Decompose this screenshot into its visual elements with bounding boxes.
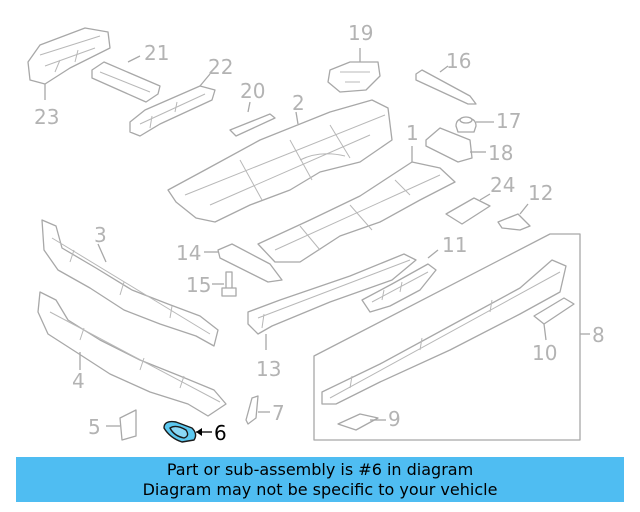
- part-21: [91, 61, 161, 103]
- part-5: [119, 409, 137, 441]
- callout-22: 22: [208, 55, 233, 79]
- callout-18: 18: [488, 141, 513, 165]
- caption-line-2: Diagram may not be specific to your vehi…: [142, 480, 498, 499]
- callout-23: 23: [34, 105, 59, 129]
- leader-21: [127, 55, 141, 63]
- part-11: [361, 263, 437, 313]
- callout-14: 14: [176, 241, 201, 265]
- part-23: [27, 27, 111, 85]
- callout-2: 2: [292, 91, 305, 115]
- callout-8: 8: [592, 323, 605, 347]
- caption-banner: Part or sub-assembly is #6 in diagram Di…: [16, 457, 624, 502]
- parts-diagram: 1 2 3 4 5 6 7 8 9 10 11 12 13 14 15 16 1…: [27, 21, 605, 445]
- part-17: [455, 116, 477, 133]
- leader-2: [295, 111, 299, 125]
- part-20: [229, 113, 276, 137]
- callout-24: 24: [490, 173, 515, 197]
- callout-6: 6: [214, 421, 227, 445]
- leader-20: [247, 101, 251, 113]
- caption-line-1: Part or sub-assembly is #6 in diagram: [166, 460, 474, 479]
- part-4: [37, 291, 227, 417]
- part-24: [445, 197, 491, 225]
- callout-11: 11: [442, 233, 467, 257]
- callout-21: 21: [144, 41, 169, 65]
- callout-19: 19: [348, 21, 373, 45]
- part-12: [497, 213, 531, 231]
- part-8: [321, 259, 567, 405]
- callout-16: 16: [446, 49, 471, 73]
- part-8-group-box: [313, 233, 581, 441]
- leader-3: [97, 243, 107, 263]
- part-6-highlighted: [163, 420, 197, 443]
- leader-24: [479, 193, 491, 201]
- part-2: [167, 99, 393, 223]
- part-7: [245, 395, 259, 425]
- leader-10: [543, 323, 547, 341]
- part-18: [425, 127, 473, 163]
- callout-3: 3: [94, 223, 107, 247]
- part-9: [337, 413, 379, 431]
- leader-12: [519, 203, 529, 215]
- part-19: [327, 61, 381, 93]
- callout-15: 15: [186, 273, 211, 297]
- part-15: [221, 271, 237, 297]
- callout-5: 5: [88, 415, 101, 439]
- leader-22: [199, 73, 211, 87]
- callout-20: 20: [240, 79, 265, 103]
- arrow-6: [196, 428, 202, 436]
- part-13: [247, 253, 417, 335]
- callout-17: 17: [496, 109, 521, 133]
- callout-1: 1: [406, 121, 419, 145]
- callout-10: 10: [532, 341, 557, 365]
- callout-7: 7: [272, 401, 285, 425]
- leader-11: [427, 249, 439, 259]
- callout-13: 13: [256, 357, 281, 381]
- callout-12: 12: [528, 181, 553, 205]
- part-16: [415, 69, 477, 105]
- part-1: [257, 161, 456, 263]
- part-14: [217, 243, 283, 283]
- leader-16: [439, 65, 449, 73]
- callout-9: 9: [388, 407, 401, 431]
- part-22: [129, 85, 216, 137]
- part-3: [41, 219, 219, 347]
- part-10: [533, 297, 575, 325]
- callout-4: 4: [72, 369, 85, 393]
